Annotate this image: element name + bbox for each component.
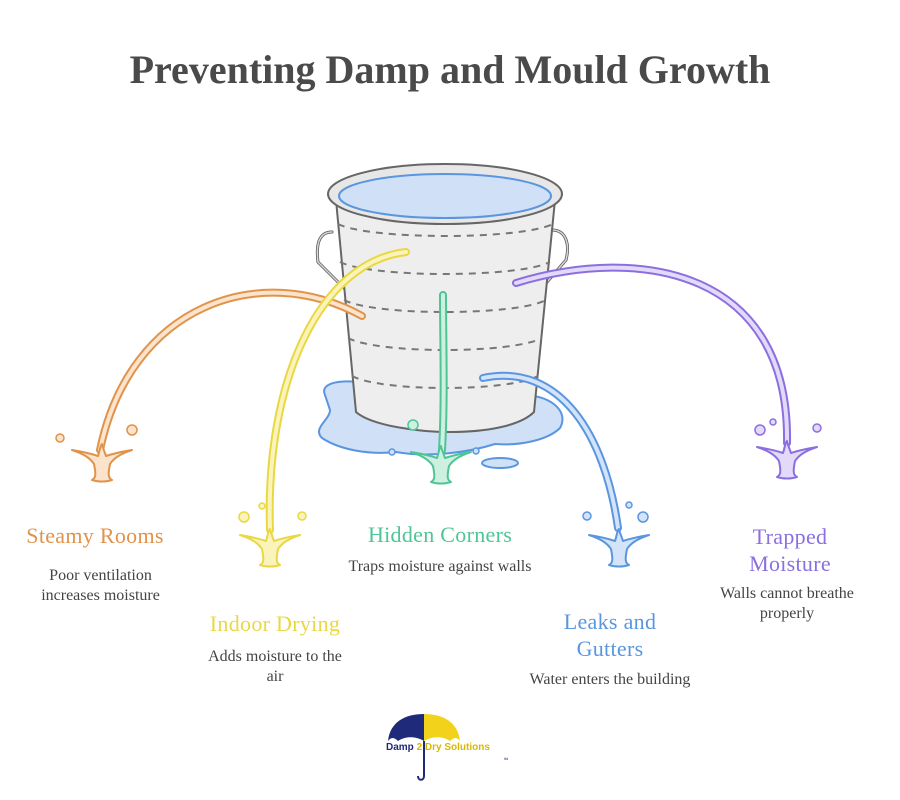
stream-indoor — [265, 248, 410, 534]
cause-label-indoor-drying: Indoor Drying — [209, 611, 341, 636]
stream-hidden — [438, 291, 448, 454]
company-logo-text: Damp 2 Dry Solutions — [386, 742, 490, 753]
umbrella-logo-icon — [388, 714, 460, 781]
cause-label-steamy-rooms: Steamy Rooms — [26, 523, 164, 548]
cause-label-trapped-moisture: Trapped Moisture — [749, 524, 831, 576]
stream-steamy — [96, 288, 366, 454]
cause-description-indoor-drying: Adds moisture to the air — [208, 648, 342, 685]
logo-suffix: ltd — [504, 756, 509, 761]
splash-icon — [238, 502, 307, 568]
splash-icon — [407, 419, 472, 485]
logo-name-part2: 2 Dry Solutions — [416, 742, 490, 753]
cause-label-hidden-corners: Hidden Corners — [367, 522, 513, 547]
cause-description-leaks-and-gutters: Water enters the building — [529, 671, 691, 688]
page-title: Preventing Damp and Mould Growth — [129, 47, 771, 92]
cause-description-trapped-moisture: Walls cannot breathe properly — [720, 585, 854, 622]
splash-icon — [754, 418, 822, 480]
stream-leaks — [479, 371, 622, 532]
splash-icon — [582, 501, 650, 568]
cause-description-steamy-rooms: Poor ventilation increases moisture — [41, 567, 160, 604]
cause-label-leaks-and-gutters: Leaks and Gutters — [563, 609, 657, 661]
splash-icon — [55, 424, 138, 483]
logo-name-part1: Damp — [386, 742, 414, 753]
cause-description-hidden-corners: Traps moisture against walls — [348, 558, 532, 575]
stream-trapped — [512, 263, 792, 447]
